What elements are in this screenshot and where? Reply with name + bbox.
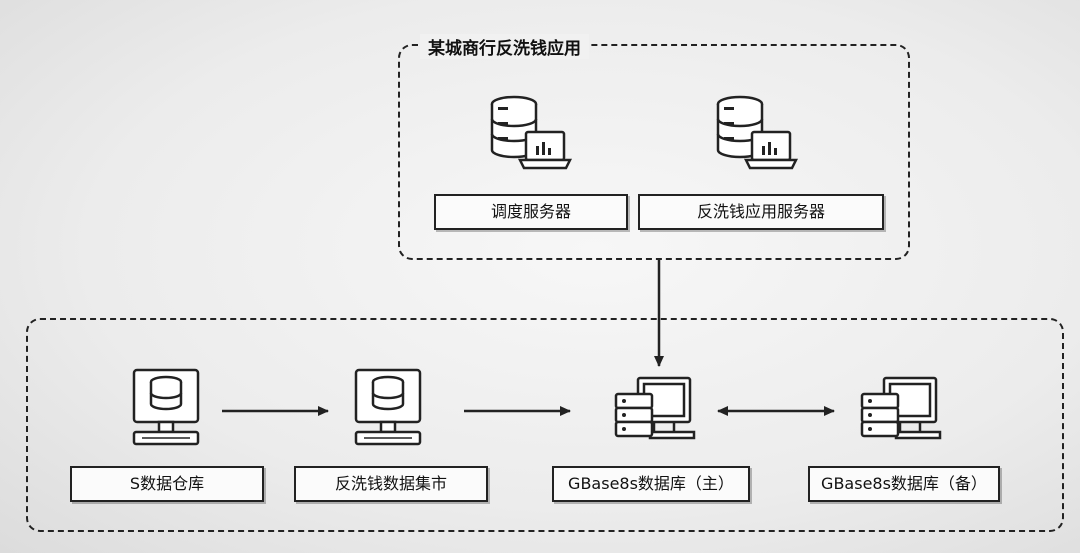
app-group [398, 44, 910, 260]
node-label: 调度服务器 [434, 194, 628, 230]
app-group-title: 某城商行反洗钱应用 [420, 34, 589, 59]
database-workstation-icon [354, 368, 422, 446]
data-group [26, 318, 1064, 532]
node-label: S数据仓库 [70, 466, 264, 502]
server-with-laptop-icon [716, 95, 798, 170]
server-with-laptop-icon [490, 95, 572, 170]
database-workstation-icon [132, 368, 200, 446]
node-label: GBase8s数据库（备） [808, 466, 1000, 502]
computer-server-icon [860, 376, 942, 440]
node-label: 反洗钱应用服务器 [638, 194, 884, 230]
node-label: 反洗钱数据集市 [294, 466, 488, 502]
computer-server-icon [614, 376, 696, 440]
node-label: GBase8s数据库（主） [552, 466, 750, 502]
